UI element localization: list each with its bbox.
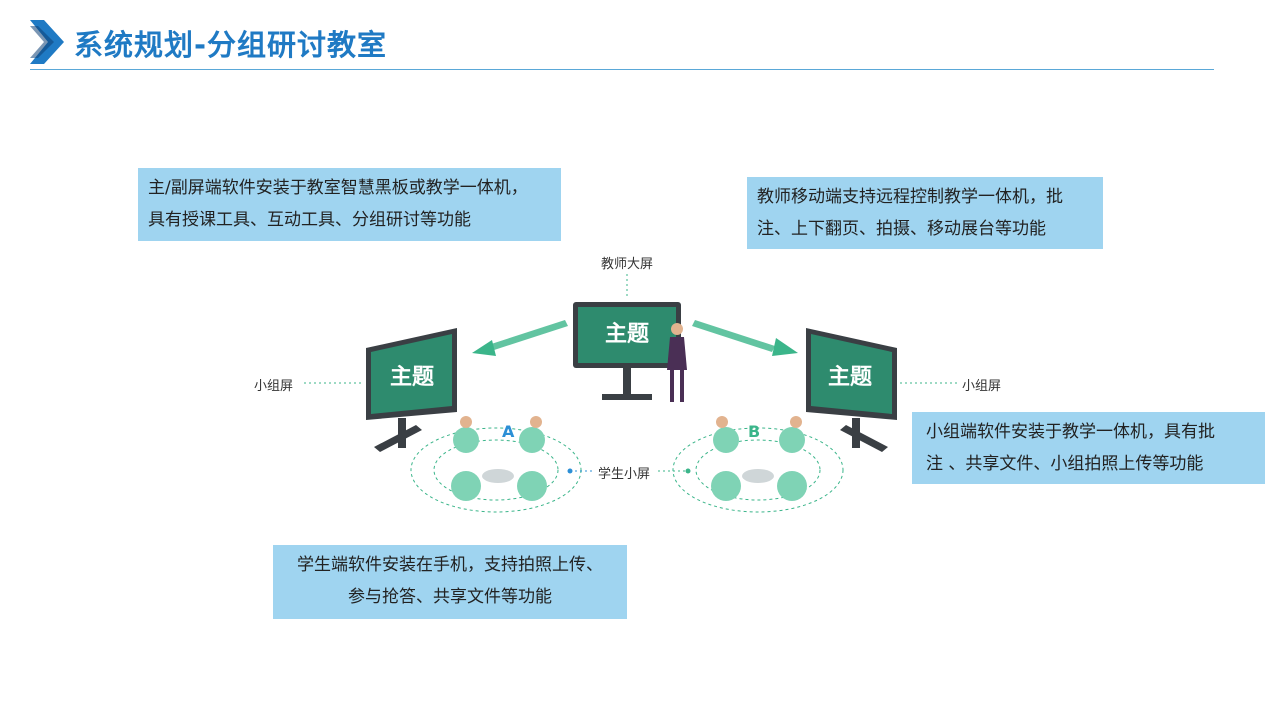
group-b-label: B (748, 422, 760, 441)
group-screen-left-text: 主题 (390, 365, 435, 390)
note-main-line1: 主/副屏端软件安装于教室智慧黑板或教学一体机， (148, 178, 528, 198)
group-screen-left-label: 小组屏 (254, 379, 294, 394)
page-title: 系统规划-分组研讨教室 (74, 28, 388, 62)
header: 系统规划-分组研讨教室 (30, 18, 1220, 68)
note-teacher-mobile: 教师移动端支持远程控制教学一体机，批 注、上下翻页、拍摄、移动展台等功能 (747, 177, 1103, 249)
classroom-diagram: 主题 主题 主题 A (304, 274, 958, 513)
note-mobile-line2: 注、上下翻页、拍摄、移动展台等功能 (757, 219, 1046, 239)
chevron-right-icon (30, 20, 64, 64)
note-mobile-line1: 教师移动端支持远程控制教学一体机，批 (757, 187, 1063, 207)
title-divider (30, 69, 1214, 70)
group-a-label: A (502, 422, 515, 441)
teacher-screen: 主题 (573, 302, 681, 400)
arrow-right-icon (692, 320, 798, 356)
student-screen-label: 学生小屏 (598, 467, 651, 482)
arrow-left-icon (472, 320, 568, 356)
group-screen-right: 主题 (806, 328, 897, 452)
note-main-line2: 具有授课工具、互动工具、分组研讨等功能 (148, 210, 471, 230)
note-group-line1: 小组端软件安装于教学一体机，具有批 (926, 422, 1215, 442)
note-student-line2: 参与抢答、共享文件等功能 (348, 587, 552, 607)
teacher-figure (667, 323, 687, 402)
group-screen-left: 主题 (366, 328, 457, 452)
note-main-screen: 主/副屏端软件安装于教室智慧黑板或教学一体机， 具有授课工具、互动工具、分组研讨… (138, 168, 561, 241)
group-a-table: A (410, 416, 582, 513)
teacher-screen-label: 教师大屏 (601, 257, 654, 272)
group-b-table: B (672, 416, 844, 513)
note-student-client: 学生端软件安装在手机，支持拍照上传、 参与抢答、共享文件等功能 (273, 545, 627, 619)
note-student-line1: 学生端软件安装在手机，支持拍照上传、 (297, 555, 603, 575)
note-group-client: 小组端软件安装于教学一体机，具有批 注 、共享文件、小组拍照上传等功能 (912, 412, 1265, 484)
group-screen-right-text: 主题 (828, 365, 873, 390)
group-screen-right-label: 小组屏 (962, 379, 1002, 394)
note-group-line2: 注 、共享文件、小组拍照上传等功能 (926, 454, 1204, 474)
teacher-screen-text: 主题 (605, 322, 650, 347)
